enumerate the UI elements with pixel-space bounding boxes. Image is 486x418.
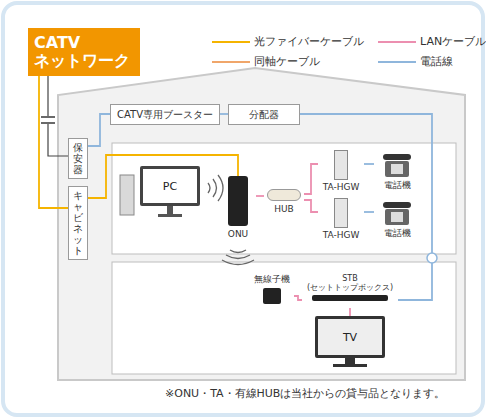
keypad [391,212,403,222]
upper-floor [112,143,456,254]
phone-base [385,209,409,225]
legend-line [378,59,416,65]
handset [383,202,411,208]
node-label: 無線子機 [254,274,290,285]
ta-hgw-icon [334,150,348,180]
node-label: キャビネット [73,190,83,256]
legend-item: 光ファイバーケーブル [212,34,364,49]
legend-line-sample [212,61,250,63]
stb-icon [312,295,388,301]
tv-screen: TV [315,316,385,358]
cable-line [364,211,374,213]
cable-line [304,200,318,212]
lower-floor [112,262,456,374]
legend-line-sample [212,41,250,43]
frame [3,3,483,415]
network-box: CATV ネットワーク [28,28,140,76]
onu-device: ONU [220,176,256,244]
pc-monitor: PC [140,166,200,206]
node-label: ONU [228,229,248,240]
node-label: 電話機 [384,228,411,239]
node-label: TA-HGW [323,230,360,241]
node-label: CATV ネットワーク [34,34,134,71]
booster-box: CATV専用ブースター [110,104,220,125]
cable-joint [427,253,437,263]
ta-hgw-device: TA-HGW [318,198,364,244]
phone-base [385,161,409,177]
tv-stand [345,358,355,364]
protector-box: 保安器 [68,138,88,179]
onu-icon [228,176,248,226]
pc-stand-base [158,214,182,217]
telephone: 電話機 [374,150,420,196]
node-label: CATV専用ブースター [117,108,213,121]
cable-line [349,308,351,316]
legend-text: 光ファイバーケーブル [254,34,364,49]
node-label: 分配器 [249,108,279,121]
cable-line [300,114,432,300]
legend-line [212,59,250,65]
legend-line-sample [378,61,416,63]
legend-line [212,39,250,45]
cable-line [364,163,374,165]
wireless-waves [208,175,223,201]
telephone-icon [382,150,412,178]
node-label: 電話機 [384,180,411,191]
ta-hgw-device: TA-HGW [318,150,364,196]
cable-line [88,114,110,146]
node-label: PC [163,180,177,193]
cable-line [220,113,228,115]
wireless-unit-icon [263,288,281,304]
legend-line-sample [378,41,416,43]
telephone-icon [382,198,412,226]
hub-device: HUB [264,186,304,218]
node-label: TA-HGW [323,182,360,193]
set-top-box: STB (セットトップボックス) [302,274,398,308]
pc-tower [120,175,134,215]
handset [383,154,411,160]
node-label: STB (セットトップボックス) [302,274,398,292]
tv-stand-base [333,364,367,367]
capacitor-symbol [41,122,55,124]
capacitor-gap [42,116,54,124]
cabinet-box: キャビネット [68,186,88,260]
keypad [391,164,403,174]
hub-icon [267,189,301,201]
wireless-unit: 無線子機 [250,274,294,310]
legend-text: 電話線 [420,54,453,69]
legend-item: LANケーブル [378,34,486,49]
splitter-box: 分配器 [228,104,300,125]
node-label: TV [343,331,357,344]
ta-hgw-icon [334,198,348,228]
legend-text: LANケーブル [420,34,486,49]
cable-line [304,164,318,194]
house-outline [58,68,465,380]
legend-item: 電話線 [378,54,486,69]
note-text: ※ONU・TA・有線HUBは当社からの貸与品となります。 [165,386,445,401]
capacitor-symbol [41,116,55,118]
wireless-waves [222,250,254,265]
node-label: HUB [274,204,294,215]
legend-text: 同軸ケーブル [254,54,320,69]
legend-line [378,39,416,45]
cable-line [294,296,302,300]
node-label: 保安器 [73,142,83,175]
pc-stand [167,206,173,214]
cable-line [256,195,264,197]
telephone: 電話機 [374,198,420,244]
cable-line [39,76,68,208]
legend-item: 同軸ケーブル [212,54,364,69]
